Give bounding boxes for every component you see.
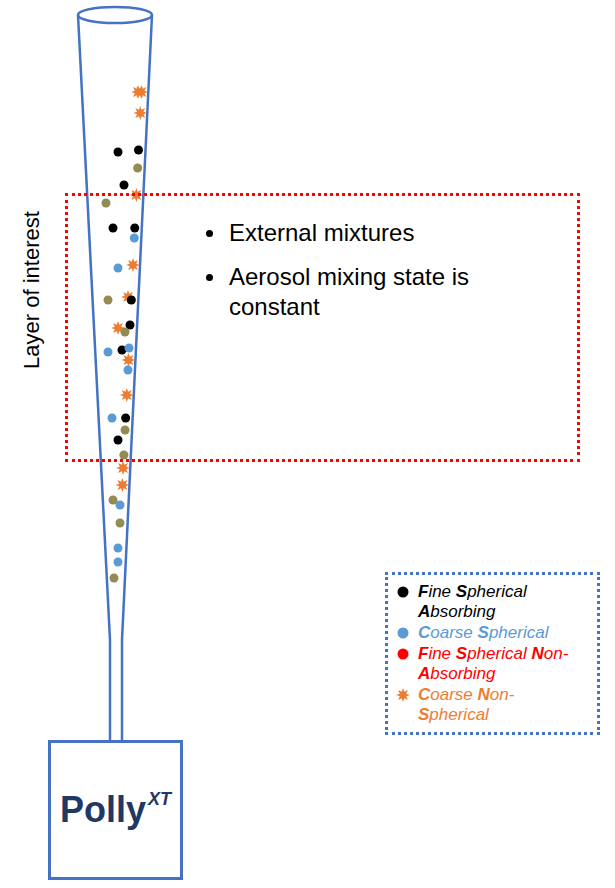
legend-swatch xyxy=(396,647,410,661)
legend-swatch xyxy=(396,626,410,640)
aerosol-particle xyxy=(110,574,119,583)
legend-text: Fine Spherical Non- Absorbing xyxy=(418,644,589,684)
logo-text: Polly xyxy=(60,789,146,830)
aerosol-particle xyxy=(109,496,118,505)
logo: PollyXT xyxy=(60,789,171,831)
aerosol-particle xyxy=(121,414,130,423)
legend-swatch-shape xyxy=(396,688,410,702)
coarse-nonspherical-particle xyxy=(126,258,140,272)
aerosol-particle xyxy=(121,426,130,435)
coarse-nonspherical-particle xyxy=(121,290,135,304)
legend-item: Coarse Spherical xyxy=(396,623,589,643)
legend-swatch-shape xyxy=(398,587,409,598)
bullet-item: Aerosol mixing state is constant xyxy=(202,262,567,322)
aerosol-particle xyxy=(109,224,118,233)
bullet-text: External mixtures xyxy=(229,218,414,248)
legend-text: Fine Spherical Absorbing xyxy=(418,582,589,622)
legend-text: Coarse Non- Spherical xyxy=(418,685,589,725)
aerosol-particle xyxy=(114,436,123,445)
aerosol-particle xyxy=(121,328,130,337)
aerosol-particle xyxy=(134,146,143,155)
legend-box: Fine Spherical AbsorbingCoarse Spherical… xyxy=(385,572,600,735)
layer-label: Layer of interest xyxy=(19,211,45,369)
bullet-dot xyxy=(206,274,213,281)
bullet-text: Aerosol mixing state is constant xyxy=(229,262,559,322)
legend-swatch xyxy=(396,688,410,702)
beam-outline xyxy=(78,7,152,741)
layer-box: External mixturesAerosol mixing state is… xyxy=(65,193,580,462)
aerosol-particle xyxy=(130,234,139,243)
bullet-dot xyxy=(206,230,213,237)
aerosol-particle xyxy=(119,451,128,460)
legend-swatch-shape xyxy=(398,649,409,660)
aerosol-particle xyxy=(108,414,117,423)
legend-item: Fine Spherical Non- Absorbing xyxy=(396,644,589,684)
legend-text: Coarse Spherical xyxy=(418,623,548,643)
aerosol-particle xyxy=(114,148,123,157)
aerosol-particles xyxy=(102,85,149,583)
legend-item: Fine Spherical Absorbing xyxy=(396,582,589,622)
aerosol-particle xyxy=(102,199,111,208)
aerosol-particle xyxy=(120,181,129,190)
aerosol-particle xyxy=(133,164,142,173)
aerosol-particle xyxy=(104,296,113,305)
instrument-box: PollyXT xyxy=(48,740,183,880)
coarse-nonspherical-particle xyxy=(121,353,135,367)
aerosol-particle xyxy=(116,519,125,528)
aerosol-particle xyxy=(127,296,136,305)
aerosol-particle xyxy=(123,366,132,375)
coarse-nonspherical-particle xyxy=(120,388,134,402)
legend-swatch xyxy=(396,585,410,599)
bullet-item: External mixtures xyxy=(202,218,567,248)
legend-swatch-shape xyxy=(398,628,409,639)
coarse-nonspherical-particle xyxy=(133,106,147,120)
coarse-nonspherical-particle xyxy=(134,85,148,99)
logo-superscript: XT xyxy=(148,789,171,809)
aerosol-particle xyxy=(114,264,123,273)
coarse-nonspherical-particle xyxy=(115,478,129,492)
aerosol-particle xyxy=(130,224,139,233)
aerosol-particle xyxy=(104,348,113,357)
aerosol-particle xyxy=(125,344,134,353)
aerosol-particle xyxy=(114,544,123,553)
aerosol-particle xyxy=(114,558,123,567)
coarse-nonspherical-particle xyxy=(116,461,130,475)
legend-item: Coarse Non- Spherical xyxy=(396,685,589,725)
